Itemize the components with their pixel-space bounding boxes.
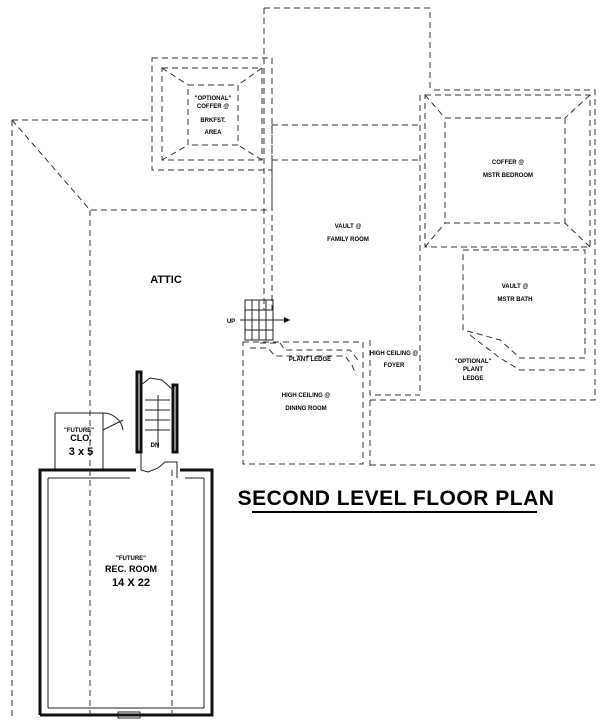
brkfst-name-label: BRKFST. xyxy=(200,118,226,124)
brkfst-coffer xyxy=(151,57,273,171)
clo-size-label: 3 x 5 xyxy=(69,446,93,458)
attic-label: ATTIC xyxy=(150,274,182,286)
family-name-label: FAMILY ROOM xyxy=(327,237,369,243)
clo-future-label: "FUTURE" xyxy=(64,428,94,434)
optional-plant-ledge-3: LEDGE xyxy=(463,376,484,382)
future-closet-outline xyxy=(54,412,124,470)
optional-plant-ledge-2: PLANT xyxy=(463,367,483,373)
plan-title: SECOND LEVEL FLOOR PLAN xyxy=(238,487,555,510)
mstr-bedroom-coffer xyxy=(424,94,591,248)
attic-roof-outline xyxy=(11,7,596,718)
rec-future-label: "FUTURE" xyxy=(116,556,146,562)
up-label: UP xyxy=(227,319,235,325)
foyer-name-label: FOYER xyxy=(384,363,405,369)
mstr-bath-outline xyxy=(462,249,586,371)
brkfst-area-label: AREA xyxy=(204,130,222,136)
foyer-ceiling-label: HIGH CEILING @ xyxy=(370,351,419,357)
optional-plant-ledge-1: "OPTIONAL" xyxy=(455,359,492,365)
dining-name-label: DINING ROOM xyxy=(285,406,326,412)
mstr-bed-name-label: MSTR BEDROOM xyxy=(483,173,533,179)
dining-ceiling-label: HIGH CEILING @ xyxy=(282,393,331,399)
dining-room-outline xyxy=(242,341,364,465)
brkfst-optional-label: "OPTIONAL" xyxy=(195,96,232,102)
plant-ledge-label: PLANT LEDGE xyxy=(289,357,331,363)
rec-name-label: REC. ROOM xyxy=(105,564,157,574)
down-stairwell xyxy=(135,370,179,478)
mstr-bed-coffer-label: COFFER @ xyxy=(492,160,524,166)
future-rec-room-walls xyxy=(38,468,214,719)
clo-name-label: CLO. xyxy=(70,433,92,443)
rec-size-label: 14 X 22 xyxy=(112,577,150,589)
mstr-bath-vault-label: VAULT @ xyxy=(502,284,529,290)
family-vault-label: VAULT @ xyxy=(335,224,362,230)
up-stairs xyxy=(240,299,290,341)
mstr-bath-name-label: MSTR BATH xyxy=(498,297,533,303)
down-label: DN xyxy=(151,443,160,449)
brkfst-coffer-label: COFFER @ xyxy=(197,104,229,110)
